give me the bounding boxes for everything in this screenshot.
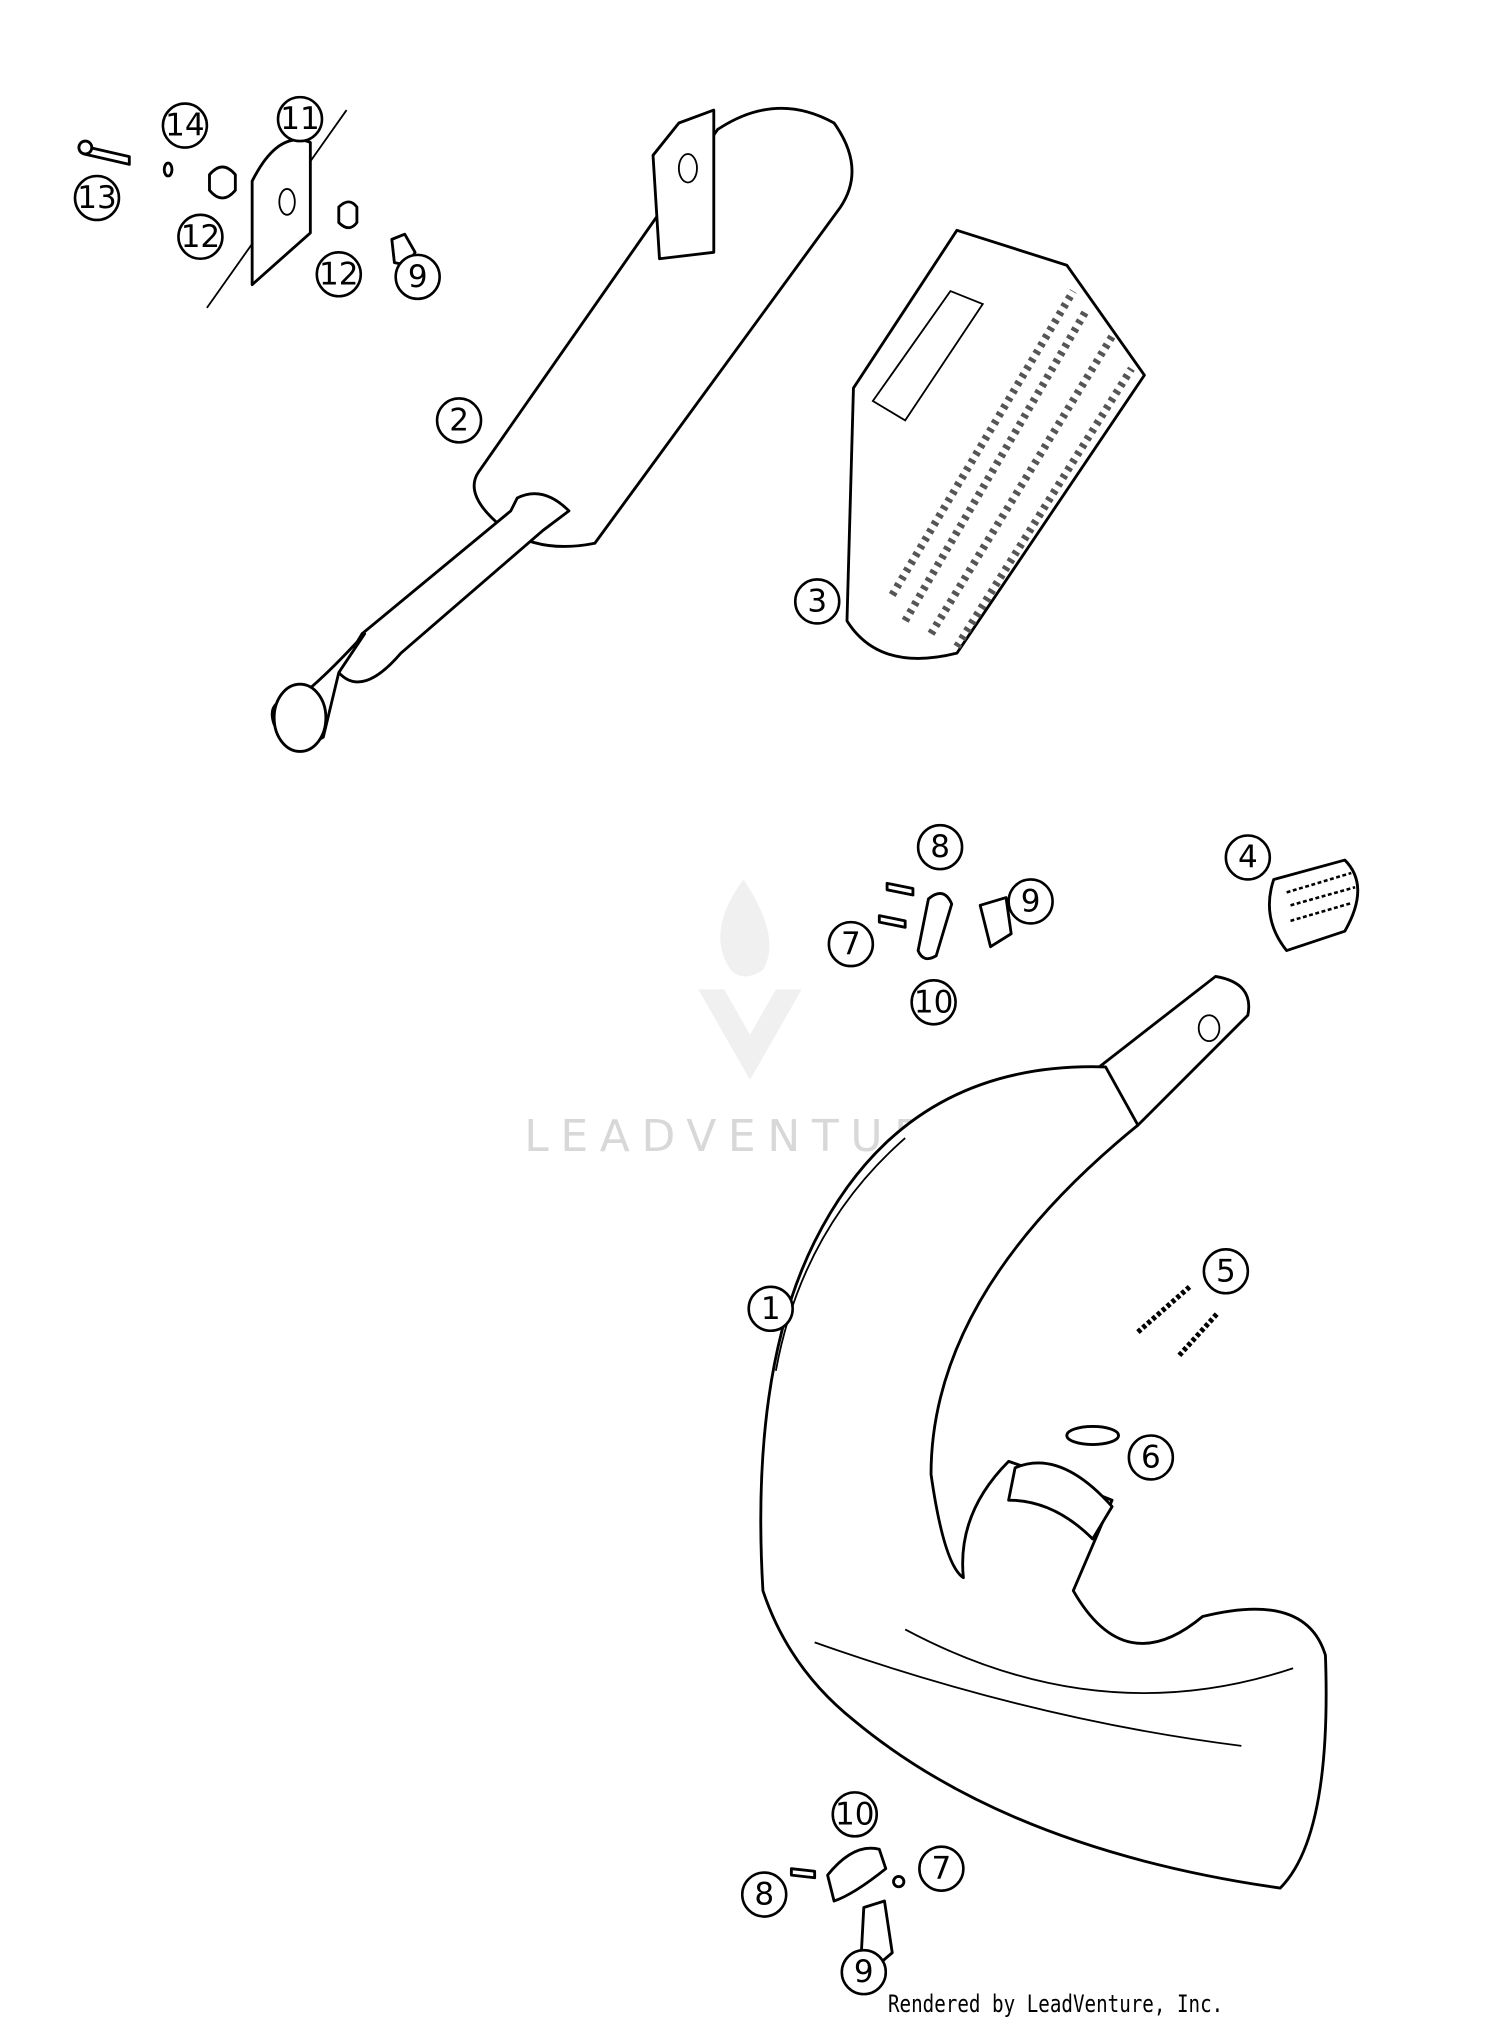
mount-hardware-top (77, 109, 417, 309)
callout-14[interactable]: 14 (161, 102, 209, 149)
callout-9[interactable]: 9 (1007, 878, 1054, 925)
callout-2[interactable]: 2 (435, 397, 483, 444)
svg-text:4: 4 (1238, 839, 1258, 875)
svg-text:1: 1 (761, 1291, 781, 1327)
callout-13[interactable]: 13 (73, 174, 121, 222)
svg-text:5: 5 (1216, 1253, 1236, 1289)
callout-1[interactable]: 1 (747, 1285, 794, 1333)
svg-text:9: 9 (854, 1954, 874, 1990)
callout-10[interactable]: 10 (831, 1791, 879, 1838)
callout-7[interactable]: 7 (827, 920, 875, 968)
svg-text:13: 13 (77, 180, 116, 216)
clamp-hardware-bottom (789, 1846, 906, 1970)
svg-text:6: 6 (1141, 1439, 1161, 1475)
callout-4[interactable]: 4 (1224, 834, 1272, 881)
svg-text:2: 2 (449, 402, 469, 438)
callout-8[interactable]: 8 (740, 1871, 788, 1918)
svg-text:3: 3 (807, 583, 827, 619)
svg-text:9: 9 (408, 259, 428, 295)
render-credit: Rendered by LeadVenture, Inc. (888, 1990, 1224, 2018)
svg-text:11: 11 (280, 101, 319, 137)
callout-9[interactable]: 9 (394, 253, 441, 301)
callout-7[interactable]: 7 (918, 1845, 965, 1892)
svg-text:12: 12 (319, 256, 358, 292)
callout-11[interactable]: 11 (276, 95, 324, 143)
callout-12[interactable]: 12 (177, 213, 224, 261)
watermark-logo (698, 879, 802, 1080)
callout-9[interactable]: 9 (840, 1948, 888, 1996)
callout-12[interactable]: 12 (315, 251, 363, 298)
svg-text:9: 9 (1021, 883, 1041, 919)
silencer-packing (845, 228, 1146, 660)
callout-3[interactable]: 3 (793, 578, 841, 625)
svg-text:10: 10 (914, 984, 953, 1020)
exhaust-pipe (759, 975, 1328, 1890)
callout-8[interactable]: 8 (916, 823, 964, 871)
callout-6[interactable]: 6 (1127, 1434, 1175, 1481)
clamp-hardware-mid (877, 881, 1013, 961)
svg-text:8: 8 (754, 1877, 774, 1913)
silencer (270, 106, 854, 753)
svg-text:7: 7 (841, 926, 861, 962)
svg-text:7: 7 (932, 1851, 952, 1887)
svg-text:14: 14 (165, 108, 204, 144)
callout-10[interactable]: 10 (910, 979, 957, 1026)
gasket (1065, 1425, 1120, 1446)
svg-text:10: 10 (835, 1796, 874, 1832)
svg-text:12: 12 (181, 219, 220, 255)
callout-5[interactable]: 5 (1202, 1247, 1250, 1295)
springs (1136, 1284, 1221, 1358)
svg-text:8: 8 (930, 829, 950, 865)
exhaust-sleeve (1267, 858, 1360, 952)
